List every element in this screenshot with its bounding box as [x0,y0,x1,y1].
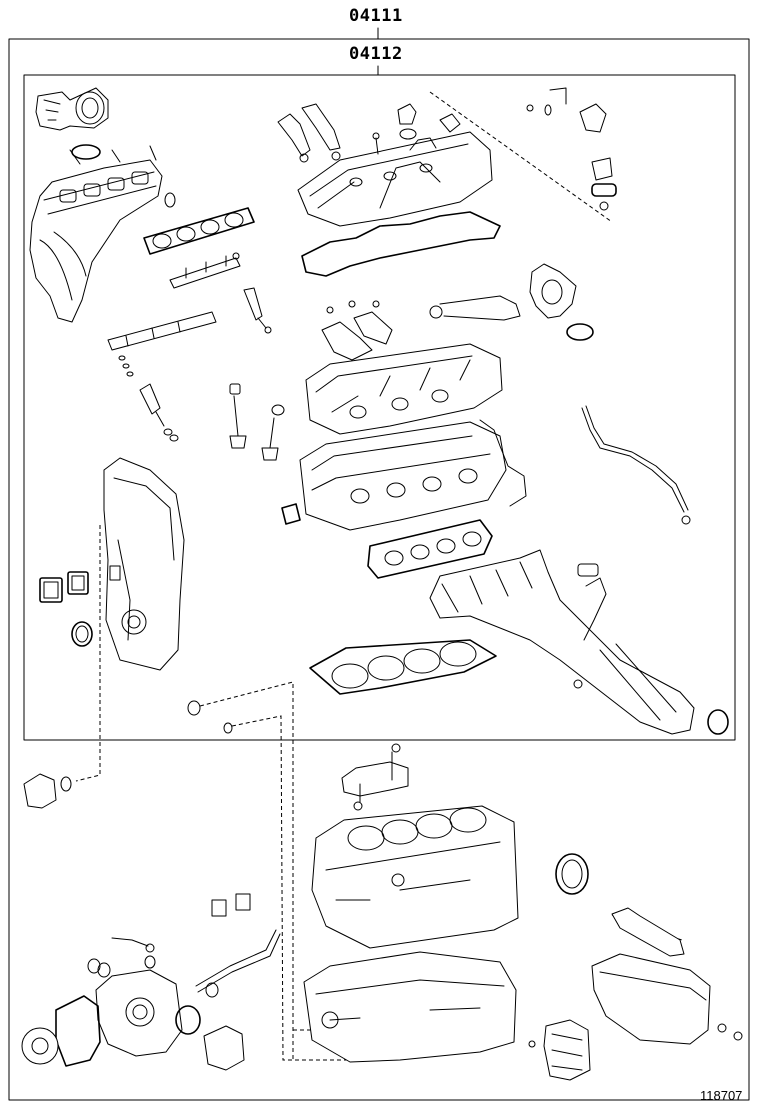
water-bypass-pipe[interactable] [195,893,281,998]
intake-manifold-gasket[interactable] [143,207,255,255]
oil-pan[interactable] [591,953,711,1045]
oil-level-gauge-guide[interactable] [581,405,691,525]
lower-crankcase[interactable] [303,951,517,1063]
cylinder-head-cover[interactable] [297,131,493,227]
fuel-rail-lower[interactable] [107,311,217,351]
fuel-delivery-pipe[interactable] [169,252,241,289]
oil-filler-cap[interactable] [397,103,417,140]
valve-keeper[interactable] [229,383,285,416]
cover-bolt[interactable] [372,132,380,155]
oil-filter-bracket[interactable] [528,1019,591,1081]
leader-timing-cover [75,525,101,782]
intake-valve[interactable] [229,395,247,449]
leader-oring-1 [199,681,294,1060]
leader-cam-sensor [429,91,613,223]
kit-label-04111[interactable]: 04111 [349,6,403,26]
exhaust-manifold[interactable] [429,549,695,735]
head-cover-gasket[interactable] [301,211,501,277]
cylinder-block[interactable] [311,805,519,949]
oil-strainer[interactable] [611,907,685,957]
outlet-gasket[interactable] [566,323,594,341]
water-hose-fittings[interactable] [87,937,156,978]
thermostat[interactable] [203,1025,245,1071]
inner-kit-boundary [23,74,736,741]
throttle-gasket[interactable] [71,144,101,160]
intake-manifold-ring[interactable] [164,192,176,208]
crankshaft-front-seal[interactable] [71,621,93,647]
water-outlet[interactable] [429,263,577,321]
cylinder-head-gasket[interactable] [309,639,497,695]
leader-oring-2 [231,715,350,1061]
cylinder-head[interactable] [299,419,527,531]
small-gasket[interactable] [281,503,301,525]
intake-manifold[interactable] [29,145,163,323]
camshaft-housing[interactable] [305,343,503,435]
ignition-coil-2[interactable] [301,103,341,161]
exhaust-manifold-gasket[interactable] [367,519,493,579]
water-pump-pulley[interactable] [21,1027,59,1065]
thermostat-oring[interactable] [175,1005,201,1035]
water-pump-gasket[interactable] [55,995,101,1067]
fuel-injector-lower[interactable] [139,383,179,442]
ignition-coil-1[interactable] [277,113,311,163]
exhaust-gasket-ring[interactable] [707,709,729,735]
throttle-body[interactable] [35,87,109,131]
oil-pressure-switch[interactable] [23,773,72,809]
kit-label-04112[interactable]: 04112 [349,44,403,64]
injector-orings[interactable] [118,355,134,377]
oring-2[interactable] [223,722,233,734]
cam-position-sensor[interactable] [526,87,607,133]
outer-kit-boundary [8,38,750,1101]
timing-chain-cover[interactable] [103,457,185,671]
figure-number: 118707 [700,1088,743,1103]
crankshaft-rear-seal[interactable] [555,853,589,895]
water-pump[interactable] [95,969,183,1057]
camshaft-bearing-caps[interactable] [321,300,393,361]
pcv-valve[interactable] [439,113,461,133]
fuel-injector-upper[interactable] [243,287,272,334]
oring-1[interactable] [187,700,201,716]
drain-plug[interactable] [717,1023,743,1041]
sensor-gasket[interactable] [591,157,617,211]
exhaust-valve[interactable] [261,417,279,461]
knock-sensor[interactable] [341,743,409,811]
timing-cover-gaskets[interactable] [39,571,89,603]
